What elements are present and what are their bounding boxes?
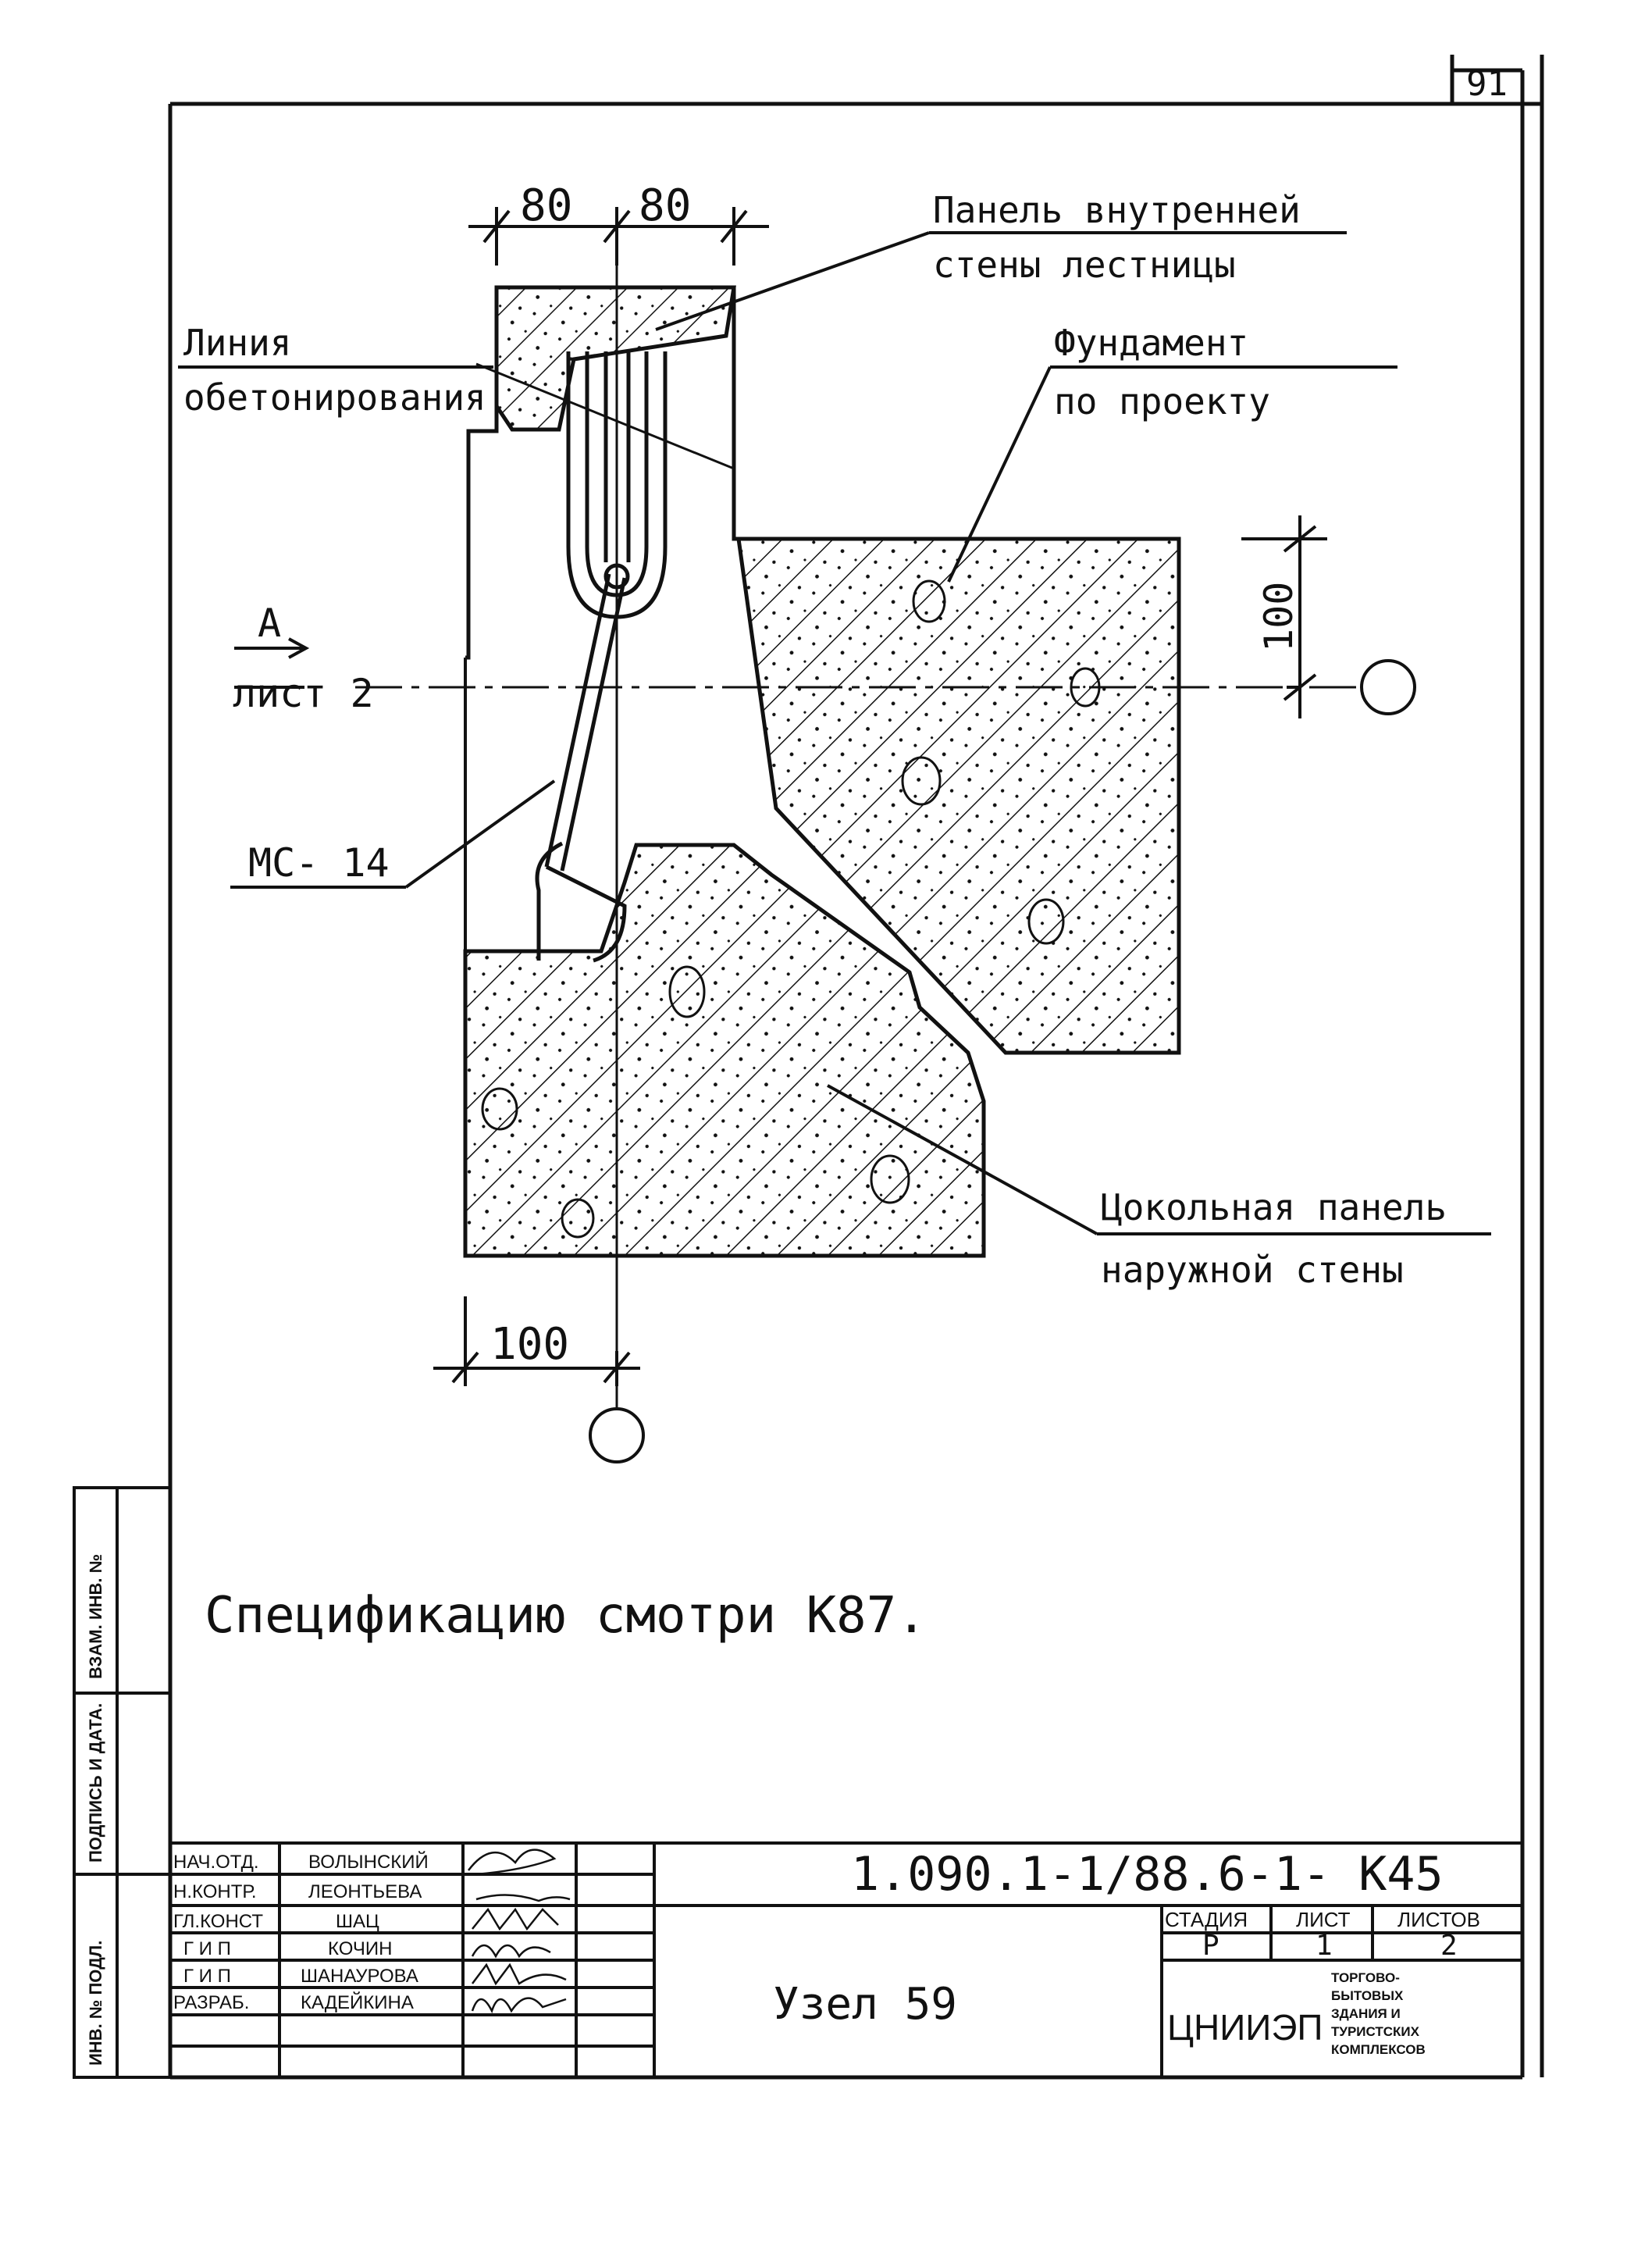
plinth-void [481, 1087, 518, 1131]
sheets-value: 2 [1440, 1930, 1458, 1962]
organization-note: КОМПЛЕКСОВ [1331, 2042, 1426, 2057]
label-plinth-2: наружной стены [1101, 1249, 1404, 1291]
stamp-sign-date: ПОДПИСЬ И ДАТА. [86, 1703, 105, 1863]
dimension-100-right: 100 [1256, 582, 1301, 652]
signatory-name: ВОЛЫНСКИЙ [308, 1851, 429, 1873]
stamp-inv-orig: ИНВ. № ПОДЛ. [86, 1941, 105, 2066]
label-bracket: МС- 14 [248, 840, 390, 886]
signatory-role: Г И П [183, 1966, 231, 1987]
page-number: 91 [1466, 64, 1508, 104]
side-stamp [73, 1486, 172, 2079]
axis-marker-bottom [589, 1407, 645, 1463]
foundation-void [1027, 898, 1065, 945]
organization-note: БЫТОВЫХ [1331, 1988, 1404, 2003]
dimension-80-right: 80 [639, 180, 691, 231]
document-code: 1.090.1-1/88.6-1- К45 [851, 1847, 1444, 1902]
label-plinth-1: Цокольная панель [1101, 1186, 1447, 1228]
signatory-role: Г И П [183, 1938, 231, 1959]
stage-value: Р [1202, 1930, 1219, 1962]
dimension-80-left: 80 [520, 180, 572, 231]
dimension-bottom [433, 1296, 640, 1386]
organization-note: ТОРГОВО- [1331, 1970, 1400, 1985]
signatory-role: РАЗРАБ. [173, 1992, 249, 2013]
sheet-header: ЛИСТ [1296, 1908, 1351, 1931]
foundation-void [901, 756, 942, 806]
label-section-letter: А [258, 601, 281, 646]
callout-leaders [178, 231, 1491, 1235]
label-concrete-line-1: Линия [183, 322, 291, 364]
signatory-role: Н.КОНТР. [173, 1881, 257, 1902]
sheet-value: 1 [1316, 1930, 1333, 1962]
label-inner-panel-1: Панель внутренней [933, 189, 1301, 231]
dimension-top [468, 207, 769, 266]
dimension-100-bottom: 100 [490, 1319, 569, 1370]
signatory-name: КОЧИН [328, 1938, 392, 1959]
organization-note: ЗДАНИЯ И [1331, 2006, 1401, 2021]
signatory-name: ШАЦ [336, 1911, 379, 1932]
label-foundation-1: Фундамент [1054, 322, 1248, 364]
signatory-name: ШАНАУРОВА [301, 1966, 418, 1987]
plinth-void [870, 1154, 910, 1204]
signatory-role: ГЛ.КОНСТ [173, 1911, 263, 1932]
label-concrete-line-2: обетонирования [183, 376, 486, 419]
stage-header: СТАДИЯ [1165, 1908, 1248, 1931]
signatory-list: НАЧ.ОТД. ВОЛЫНСКИЙ Н.КОНТР. ЛЕОНТЬЕВА ГЛ… [173, 1851, 429, 2013]
stamp-repl-inv: ВЗАМ. ИНВ. № [86, 1554, 105, 1679]
signatures [468, 1848, 571, 2014]
dimension-right [1241, 515, 1327, 718]
label-section-sheet: лист 2 [233, 671, 374, 716]
organization-note: ТУРИСТСКИХ [1331, 2024, 1420, 2039]
axis-marker-right [1360, 659, 1416, 715]
section-arrow-head [288, 637, 310, 659]
signatory-name: ЛЕОНТЬЕВА [308, 1881, 422, 1902]
organization-name: ЦНИИЭП [1167, 2007, 1323, 2048]
title-block-grid [170, 1841, 1522, 2077]
drawing-title: Узел 59 [773, 1979, 957, 2030]
foundation-void [912, 579, 946, 623]
plinth-void [561, 1198, 595, 1239]
plinth-panel [463, 843, 986, 1258]
foundation-block [736, 537, 1181, 1055]
plinth-void [668, 965, 706, 1018]
concrete-boundary-line [475, 362, 735, 470]
label-inner-panel-2: стены лестницы [933, 244, 1236, 286]
signatory-role: НАЧ.ОТД. [173, 1852, 259, 1873]
sheets-header: ЛИСТОВ [1397, 1908, 1480, 1931]
label-foundation-2: по проекту [1054, 380, 1270, 422]
signatory-name: КАДЕЙКИНА [301, 1991, 414, 2013]
spec-note: Спецификацию смотри К87. [205, 1587, 927, 1645]
sheet-frame [168, 55, 1544, 2080]
